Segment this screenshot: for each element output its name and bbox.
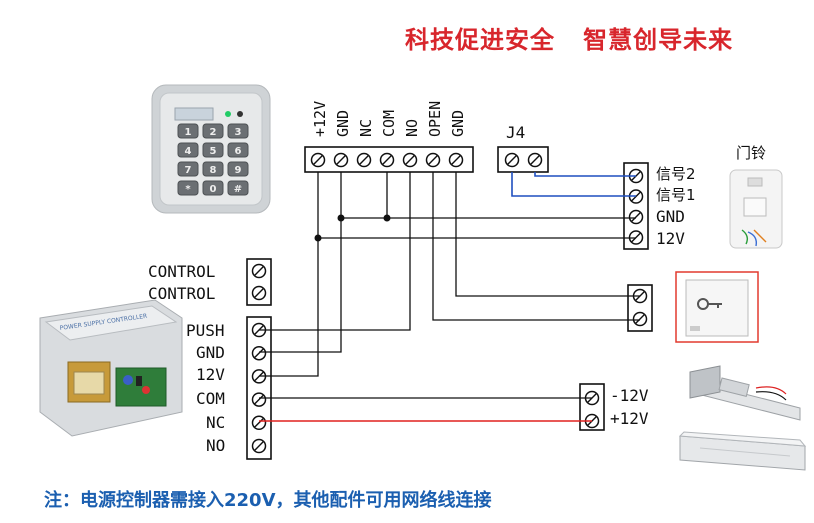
j4-terminal-screw xyxy=(504,152,520,168)
keypad-key-label: 8 xyxy=(210,165,217,176)
keypad-key-label: * xyxy=(185,184,191,195)
keypad-key-label: 4 xyxy=(185,146,192,157)
keypad-key xyxy=(177,142,199,158)
terminal-label-gnd: GND xyxy=(334,110,352,137)
wire-gnd xyxy=(259,172,342,353)
bottom-note: 注：电源控制器需接入220V，其他配件可用网络线连接 xyxy=(44,489,492,511)
pc-label-gnd: GND xyxy=(196,343,225,362)
slogan: 科技促进安全 智慧创导未来 xyxy=(405,26,733,54)
pc-label-no: NO xyxy=(206,436,225,455)
reader-terminal-screw xyxy=(425,152,441,168)
power-controller-terminal-screw xyxy=(251,415,267,431)
control-label-1: CONTROL xyxy=(148,262,215,281)
keypad-key-label: 0 xyxy=(210,184,217,195)
reader-terminal-screw xyxy=(448,152,464,168)
wires xyxy=(259,172,640,422)
keypad-key xyxy=(227,161,249,177)
control-terminal-screw xyxy=(251,263,267,279)
control-terminal-screw xyxy=(251,285,267,301)
exit-button-terminal-screw xyxy=(632,311,648,327)
reader-terminal-screw xyxy=(333,152,349,168)
lock-label-plus12v: +12V xyxy=(610,409,649,428)
terminal-label-+12v: +12V xyxy=(311,101,329,137)
reader-terminal-screw xyxy=(402,152,418,168)
power-supply-controller-image: POWER SUPPLY CONTROLLER xyxy=(39,299,183,437)
keypad-key xyxy=(202,123,224,139)
j4-label: J4 xyxy=(506,123,525,142)
pc-label-nc: NC xyxy=(206,413,225,432)
power-controller-terminal-block xyxy=(246,316,272,460)
junction-dot-2 xyxy=(383,214,391,222)
junction-dot-1 xyxy=(337,214,345,222)
doorbell-terminal-block xyxy=(623,162,649,250)
terminal-label-com: COM xyxy=(380,110,398,137)
doorbell-terminal-gnd: GND xyxy=(656,207,685,226)
keypad-key xyxy=(202,180,224,196)
wire-exit-gnd xyxy=(455,172,640,297)
keypad-key-label: 9 xyxy=(235,165,242,176)
magnetic-lock-image xyxy=(678,431,807,471)
doorbell-terminal-signal2: 信号2 xyxy=(656,165,696,183)
keypad-key xyxy=(177,161,199,177)
keypad-key-label: 1 xyxy=(185,127,192,138)
j4-terminal-screw xyxy=(527,152,543,168)
keypad-key xyxy=(202,142,224,158)
keypad-key-label: 3 xyxy=(235,127,242,138)
power-controller-terminal-screw xyxy=(251,438,267,454)
reader-terminal-screw xyxy=(379,152,395,168)
power-controller-terminal-screw xyxy=(251,345,267,361)
power-controller-terminal-screw xyxy=(251,392,267,407)
keypad-key xyxy=(227,142,249,158)
keypad-key-label: 2 xyxy=(210,127,217,138)
wire-push xyxy=(259,172,411,331)
doorbell-terminal-12v: 12V xyxy=(656,229,685,248)
keypad-key-label: 5 xyxy=(210,146,217,157)
keypad-key-label: 6 xyxy=(235,146,242,157)
keypad-key-label: 7 xyxy=(185,165,192,176)
wire-j4-signal2 xyxy=(534,172,636,177)
keypad-key xyxy=(177,180,199,196)
reader-terminal-labels: +12V GND NC COM NO OPEN GND xyxy=(311,101,467,137)
junction-dot-3 xyxy=(314,234,322,242)
exit-button-image xyxy=(675,271,759,343)
doorbell-image xyxy=(729,169,783,249)
reader-terminal-screw xyxy=(356,152,372,168)
keypad-key xyxy=(177,123,199,139)
terminal-label-gnd-2: GND xyxy=(449,110,467,137)
keypad-reader-image: 1 2 3 4 5 6 7 8 9 * 0 # xyxy=(151,84,271,214)
keypad-key xyxy=(227,180,249,196)
pc-label-12v: 12V xyxy=(196,365,225,384)
terminal-label-open: OPEN xyxy=(426,101,444,137)
electric-bolt-lock-image xyxy=(689,365,801,421)
doorbell-terminal-screw xyxy=(628,209,644,225)
keypad-key xyxy=(227,123,249,139)
keypad-key-label: # xyxy=(234,184,242,195)
terminal-label-no: NO xyxy=(403,119,421,137)
doorbell-title: 门铃 xyxy=(736,144,766,162)
wire-j4-signal1 xyxy=(511,172,636,197)
pc-label-com: COM xyxy=(196,389,225,408)
pc-label-push: PUSH xyxy=(186,321,225,340)
doorbell-terminal-signal1: 信号1 xyxy=(656,186,696,204)
keypad-key xyxy=(202,161,224,177)
reader-terminal-screw xyxy=(310,152,326,168)
lock-label-minus12v: -12V xyxy=(610,386,649,405)
wire-open xyxy=(432,172,640,321)
control-label-2: CONTROL xyxy=(148,284,215,303)
terminal-label-nc: NC xyxy=(357,119,375,137)
